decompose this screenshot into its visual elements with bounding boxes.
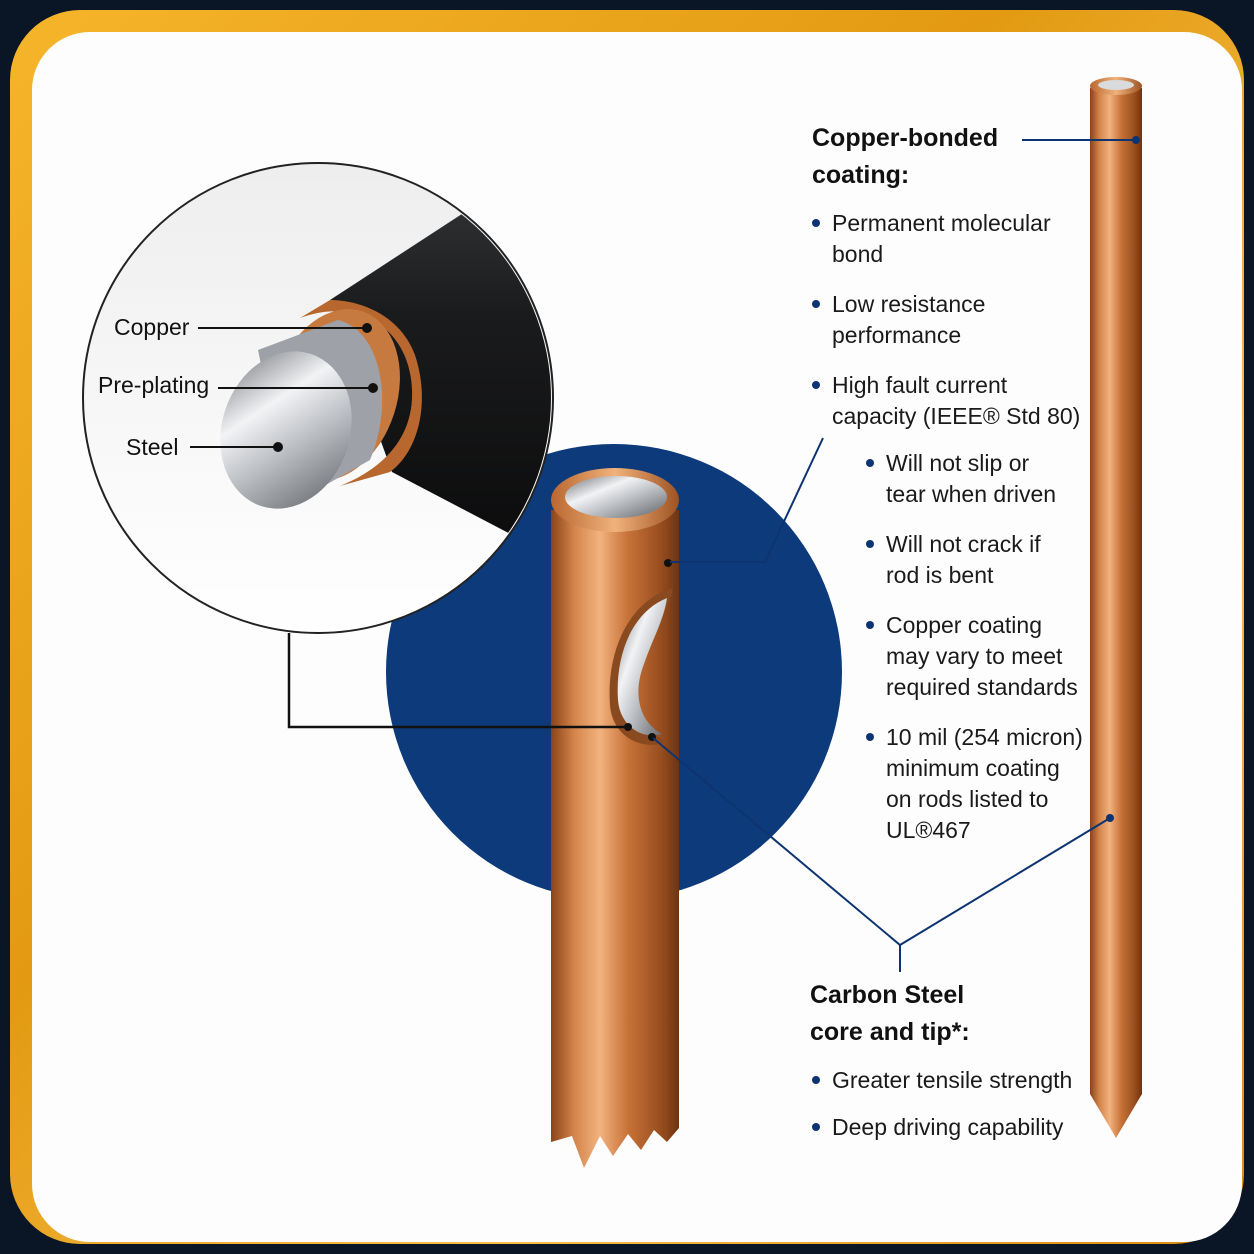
coating-sub-bullets: Will not slip or tear when driven Will n… [866,448,1083,865]
bullet-line: capacity (IEEE® Std 80) [832,403,1081,429]
bullet-line: Deep driving capability [832,1114,1064,1140]
main-rod [551,468,679,1168]
list-item: Permanent molecular bond [812,208,1080,270]
bullet-line: rod is bent [886,562,994,588]
preplating-label: Pre-plating [98,372,210,398]
list-item: Greater tensile strength [812,1065,1072,1096]
list-item: Will not slip or tear when driven [866,448,1083,510]
leader-lines [652,139,1134,972]
bullet-line: required standards [886,674,1078,700]
list-item: Low resistance performance [812,289,1080,351]
bullet-line: on rods listed to [886,786,1049,812]
bullet-line: High fault current [832,372,1008,398]
bullet-line: minimum coating [886,755,1060,781]
list-item: Will not crack if rod is bent [866,529,1083,591]
coating-heading-line1: Copper-bonded [812,124,999,152]
bullet-line: Will not slip or [886,450,1030,476]
coating-bullets: Permanent molecular bond Low resistance … [812,208,1080,451]
bullet-line: 10 mil (254 micron) [886,724,1083,750]
bullet-line: Permanent molecular [832,210,1051,236]
copper-label: Copper [114,314,190,340]
bullet-line: Low resistance [832,291,986,317]
inset-connector-line [287,633,628,729]
list-item: 10 mil (254 micron) minimum coating on r… [866,722,1083,846]
list-item: Deep driving capability [812,1112,1072,1143]
core-heading-line1: Carbon Steel [810,981,965,1009]
bullet-line: Copper coating [886,612,1042,638]
bullet-line: tear when driven [886,481,1057,507]
coating-heading: Copper-bonded coating: [812,120,998,194]
list-item: Copper coating may vary to meet required… [866,610,1083,703]
coating-heading-line2: coating: [812,161,910,189]
steel-label: Steel [126,434,179,460]
list-item: High fault current capacity (IEEE® Std 8… [812,370,1080,432]
bullet-line: bond [832,241,884,267]
bullet-line: UL®467 [886,817,971,843]
core-heading: Carbon Steel core and tip*: [810,977,970,1051]
cross-section-inset [82,162,554,634]
bullet-line: Greater tensile strength [832,1067,1073,1093]
core-bullets: Greater tensile strength Deep driving ca… [812,1065,1072,1162]
core-heading-line2: core and tip*: [810,1018,970,1046]
thin-rod [1090,77,1142,1138]
bullet-line: Will not crack if [886,531,1041,557]
bullet-line: performance [832,322,962,348]
bullet-line: may vary to meet [886,643,1063,669]
